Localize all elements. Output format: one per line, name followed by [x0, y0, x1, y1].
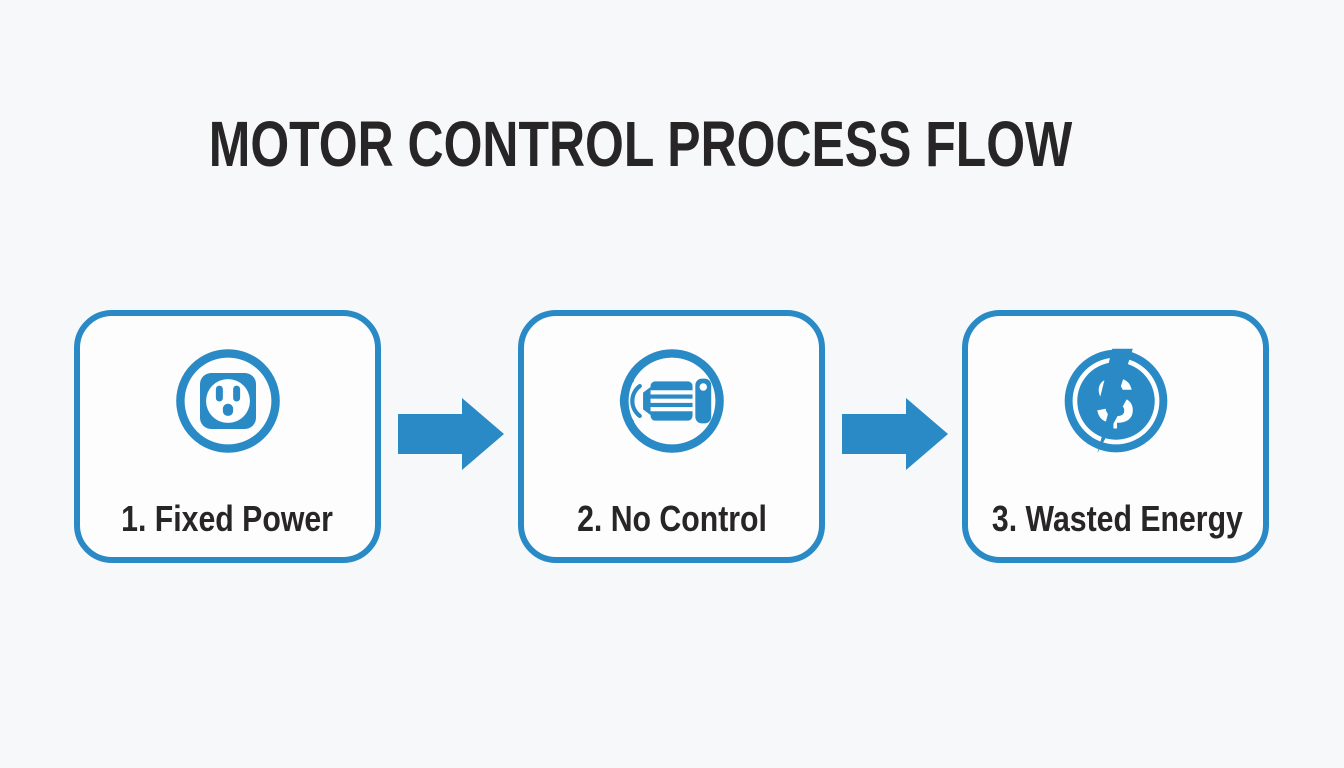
step-box-wasted-energy: $ 3. Wasted Energy	[962, 310, 1269, 563]
step-label: 3. Wasted Energy	[991, 498, 1243, 539]
step-box-no-control: 2. No Control	[518, 310, 825, 563]
power-outlet-icon	[172, 345, 284, 457]
step-label: 1. Fixed Power	[121, 498, 334, 539]
step-box-fixed-power: 1. Fixed Power	[74, 310, 381, 563]
motor-icon	[616, 345, 728, 457]
wasted-energy-icon: $	[1060, 345, 1172, 457]
flow-arrow-icon	[398, 398, 504, 470]
diagram-title: MOTOR CONTROL PROCESS FLOW	[0, 112, 1312, 176]
diagram-title-text: MOTOR CONTROL PROCESS FLOW	[208, 108, 1072, 180]
flow-arrow-icon	[842, 398, 948, 470]
step-label: 2. No Control	[576, 498, 767, 539]
